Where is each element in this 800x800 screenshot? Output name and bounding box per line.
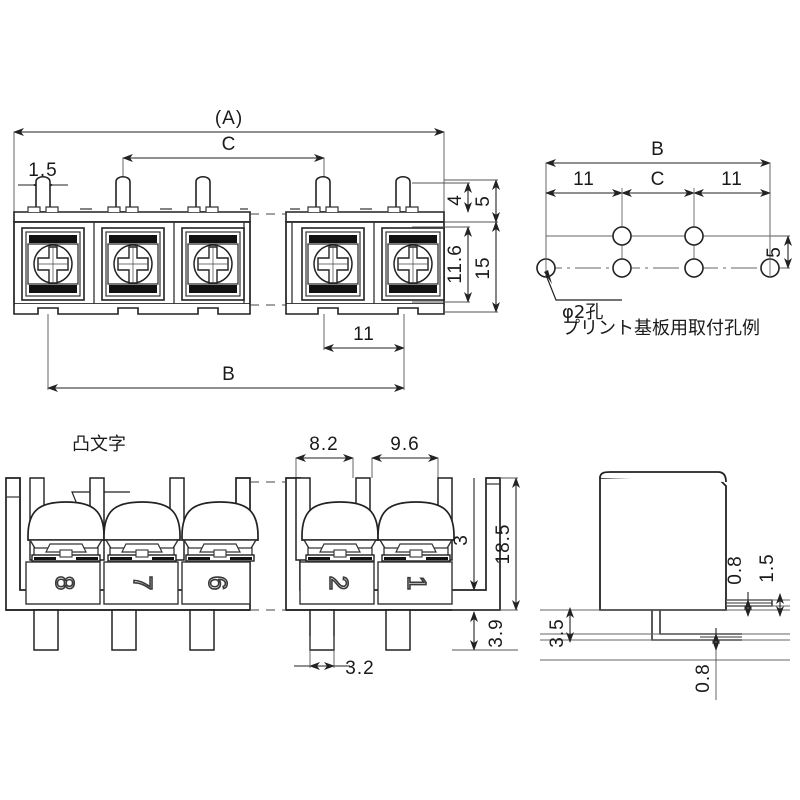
top-terminal-cap-6 xyxy=(181,501,259,562)
dim-pitch-11: 11 xyxy=(323,314,405,352)
housing-foot-profile xyxy=(13,304,445,315)
dim-thickness-0-8-top: 0.8 xyxy=(725,555,752,617)
top-view-pins xyxy=(6,609,500,651)
side-view: 0.8 1.5 3.5 0.8 xyxy=(540,471,790,700)
terminal-screw-5 xyxy=(381,227,445,301)
dim-label-c: C xyxy=(222,134,237,155)
terminal-screw-4 xyxy=(301,227,365,301)
pcb-hole-pattern-view: B 11 C 11 xyxy=(536,139,792,339)
dim-total-height-15: 15 xyxy=(444,221,500,313)
dim-label-11-front: 11 xyxy=(353,324,375,345)
terminal-number: 1 xyxy=(402,576,432,590)
dim-label-4: 4 xyxy=(445,194,466,206)
pcb-hole xyxy=(684,226,704,246)
dim-label-15: 15 xyxy=(473,256,494,279)
pcb-hole xyxy=(612,226,632,246)
side-lead-top xyxy=(725,599,773,607)
emboss-note-label: 凸文字 xyxy=(72,434,126,455)
dim-label-3: 3 xyxy=(451,534,472,546)
terminal-number-plates: 8 7 6 2 1 xyxy=(25,561,453,605)
pcb-hole xyxy=(684,258,704,278)
dim-label-11-left: 11 xyxy=(573,169,595,190)
dim-label-b-pcb: B xyxy=(651,139,665,160)
terminal-screw-2 xyxy=(101,227,165,301)
dim-body-b: B xyxy=(47,314,405,392)
dim-label-0-8-top: 0.8 xyxy=(725,555,746,584)
dim-label-3-5: 3.5 xyxy=(547,618,568,647)
terminal-tabs xyxy=(35,175,411,213)
dim-height-3-5: 3.5 xyxy=(547,607,574,648)
dim-pin-width-3-2: 3.2 xyxy=(294,636,374,679)
hole-note-label: φ2孔 xyxy=(562,302,603,323)
dim-label-1-5: 1.5 xyxy=(757,553,778,582)
dim-label-1-5: 1.5 xyxy=(28,160,57,181)
dim-height-3: 3 xyxy=(451,478,478,591)
terminal-number: 8 xyxy=(50,576,80,590)
dim-label-9-6: 9.6 xyxy=(390,434,419,455)
dim-label-3-9: 3.9 xyxy=(486,618,507,647)
dim-overall-a: (A) xyxy=(13,108,445,215)
dim-top-offset-5: 5 xyxy=(444,179,500,223)
dim-label-11-right: 11 xyxy=(721,169,743,190)
dim-label-0-8-bottom: 0.8 xyxy=(693,663,714,692)
break-line-front xyxy=(250,213,286,306)
dim-tab-height-4: 4 xyxy=(412,182,472,213)
break-line-top xyxy=(250,481,286,611)
pcb-caption: プリント基板用取付孔例 xyxy=(562,318,760,339)
terminal-screw-3 xyxy=(181,227,245,301)
front-view: (A) 1.5 C xyxy=(13,108,500,392)
dim-label-5: 5 xyxy=(473,195,494,207)
dim-pcb-row-gap-5: 5 xyxy=(764,235,792,269)
dim-label-3-2: 3.2 xyxy=(345,658,374,679)
top-terminal-cap-7 xyxy=(103,501,181,562)
top-terminal-cap-8 xyxy=(27,501,105,562)
hole-note-leader xyxy=(544,270,622,301)
dim-label-b-front: B xyxy=(222,364,236,385)
dim-thickness-0-8-bottom: 0.8 xyxy=(693,628,720,700)
top-view: 凸文字 8.2 9.6 xyxy=(5,434,520,679)
top-terminal-cap-1 xyxy=(377,501,455,562)
dim-width-8-2: 8.2 xyxy=(295,434,354,478)
dim-label-11-6: 11.6 xyxy=(445,244,466,284)
dim-body-height-11-6: 11.6 xyxy=(412,226,472,303)
dim-label-8-2: 8.2 xyxy=(309,434,338,455)
dim-height-3-9: 3.9 xyxy=(452,611,518,651)
top-terminal-cap-2 xyxy=(301,501,379,562)
dim-label-5-pcb: 5 xyxy=(764,246,785,258)
terminal-screw-1 xyxy=(21,227,85,301)
dim-height-18-5: 18.5 xyxy=(452,477,520,611)
terminal-number: 2 xyxy=(324,576,354,590)
pcb-hole xyxy=(612,258,632,278)
dim-label-c-pcb: C xyxy=(651,169,666,190)
terminal-number: 7 xyxy=(128,576,158,590)
dim-height-1-5: 1.5 xyxy=(757,553,784,617)
dim-label-overall-a: (A) xyxy=(215,108,243,129)
dim-label-18-5: 18.5 xyxy=(493,524,514,565)
pcb-holes xyxy=(536,226,780,278)
terminal-number: 6 xyxy=(203,576,233,590)
dim-width-9-6: 9.6 xyxy=(371,434,439,478)
dim-pcb-segments: 11 C 11 xyxy=(545,169,771,197)
